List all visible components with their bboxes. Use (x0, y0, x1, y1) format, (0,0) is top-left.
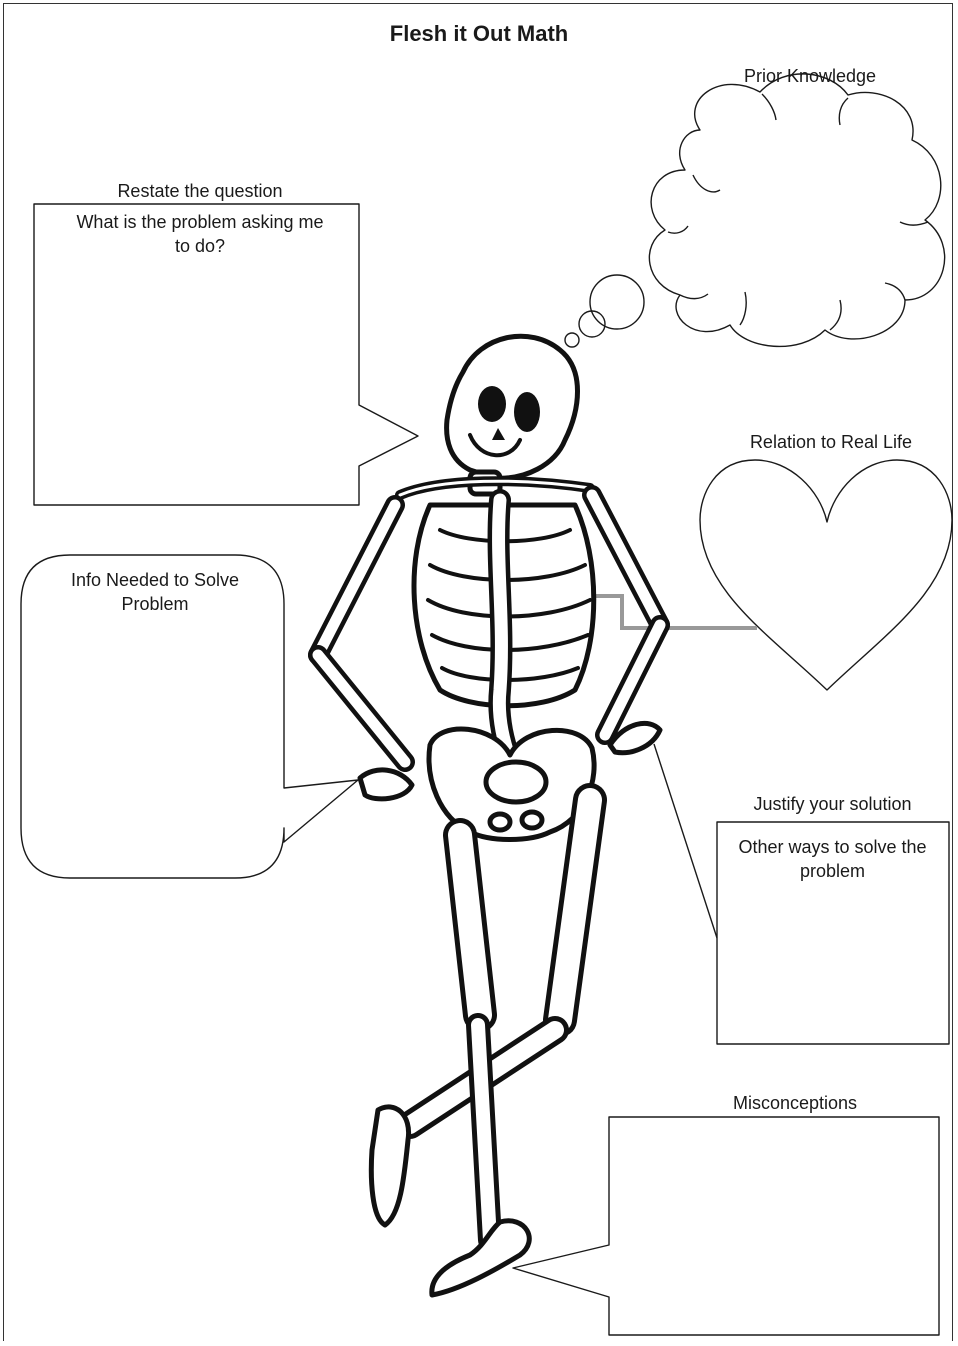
info-needed-label: Info Needed to Solve Problem (70, 568, 240, 616)
thought-bubble-small (565, 333, 579, 347)
misconceptions-speech-box (513, 1117, 939, 1335)
restate-question-label: Restate the question (80, 179, 320, 203)
restate-question-prompt: What is the problem asking me to do? (70, 210, 330, 258)
real-life-label: Relation to Real Life (726, 430, 936, 454)
skeleton-skull (447, 336, 578, 478)
skeleton-eye-left (478, 386, 506, 422)
justify-prompt: Other ways to solve the problem (730, 835, 935, 883)
skeleton-foot-raised (371, 1107, 408, 1225)
worksheet-title: Flesh it Out Math (0, 20, 958, 48)
justify-pointer-line (654, 744, 717, 938)
justify-label: Justify your solution (720, 792, 945, 816)
skeleton-eye-right (514, 392, 540, 432)
prior-knowledge-label: Prior Knowledge (710, 64, 910, 88)
thought-cloud-icon (649, 74, 944, 347)
thought-bubble-large (590, 275, 644, 329)
heart-icon (700, 460, 952, 690)
skeleton-hand-left (360, 770, 412, 799)
misconceptions-label: Misconceptions (700, 1091, 890, 1115)
